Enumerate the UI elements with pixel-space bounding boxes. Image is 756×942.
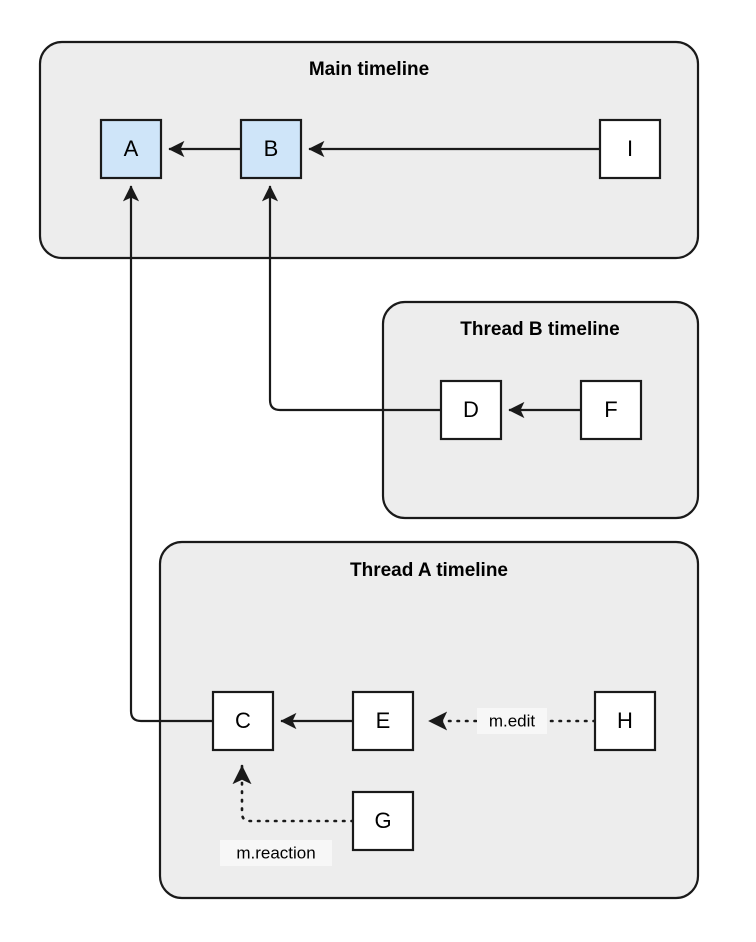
edge-label-m-edit-bg: [477, 708, 547, 734]
node-box-d[interactable]: [439, 379, 503, 441]
node-label-a: A: [124, 136, 139, 161]
group-title-thread-a: Thread A timeline: [350, 560, 508, 581]
edge-label-m-reaction-text: m.reaction: [236, 843, 315, 862]
edge-label-m-edit: m.edit: [477, 708, 547, 734]
node-label-i: I: [627, 136, 633, 161]
node-h[interactable]: H: [593, 690, 657, 752]
node-box-h[interactable]: [593, 690, 657, 752]
edge-label-m-reaction-bg: [220, 840, 332, 866]
node-a[interactable]: A: [99, 118, 163, 180]
group-title-thread-b: Thread B timeline: [460, 319, 619, 340]
node-d[interactable]: D: [439, 379, 503, 441]
node-box-i[interactable]: [598, 118, 662, 180]
node-i[interactable]: I: [598, 118, 662, 180]
node-e[interactable]: E: [351, 690, 415, 752]
node-b[interactable]: B: [239, 118, 303, 180]
edge-label-m-edit-text: m.edit: [489, 711, 536, 730]
node-label-b: B: [264, 136, 279, 161]
node-label-h: H: [617, 708, 633, 733]
node-g[interactable]: G: [351, 790, 415, 852]
node-label-g: G: [374, 808, 391, 833]
node-c[interactable]: C: [211, 690, 275, 752]
edge-d-to-b: [261, 185, 441, 412]
node-box-b[interactable]: [239, 118, 303, 180]
edge-label-m-reaction: m.reaction: [220, 840, 332, 866]
edge-g-to-c: [232, 764, 355, 823]
node-label-d: D: [463, 397, 479, 422]
node-label-e: E: [376, 708, 391, 733]
node-box-g[interactable]: [351, 790, 415, 852]
node-box-a[interactable]: [99, 118, 163, 180]
node-label-f: F: [604, 397, 617, 422]
node-box-f[interactable]: [579, 379, 643, 441]
node-box-e[interactable]: [351, 690, 415, 752]
group-title-main: Main timeline: [309, 59, 429, 80]
edge-c-to-a: [122, 185, 213, 723]
node-f[interactable]: F: [579, 379, 643, 441]
node-box-c[interactable]: [211, 690, 275, 752]
node-label-c: C: [235, 708, 251, 733]
